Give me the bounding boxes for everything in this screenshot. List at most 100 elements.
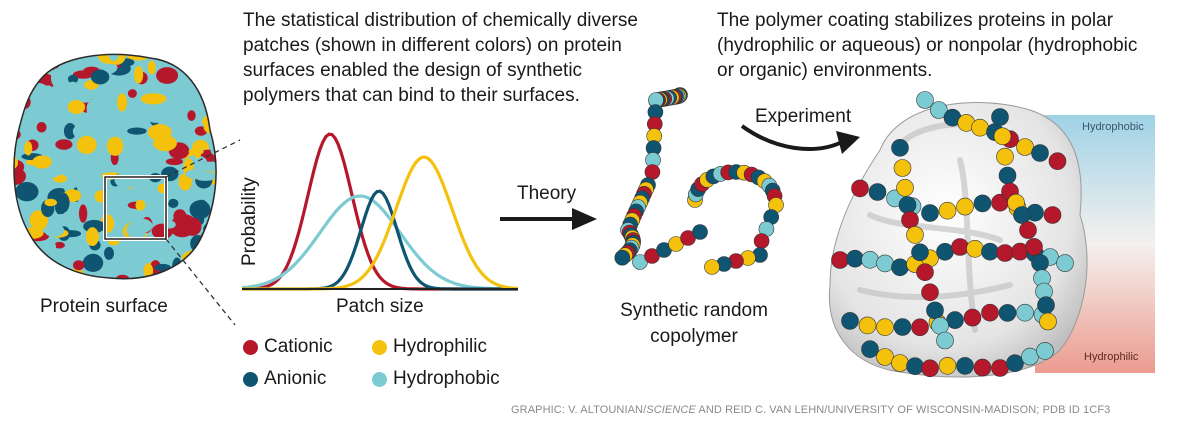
coating-beads — [831, 91, 1074, 378]
coating-bead — [846, 249, 864, 268]
coating-bead — [1039, 312, 1057, 331]
protein-patch — [176, 215, 186, 231]
protein-patch — [67, 81, 79, 92]
protein-patch — [108, 54, 120, 62]
legend-swatch-cationic — [243, 339, 258, 355]
coating-bead — [998, 166, 1017, 185]
protein-patch — [14, 54, 30, 62]
protein-patch — [15, 182, 39, 202]
protein-patch — [32, 223, 48, 230]
polymer-bead — [692, 224, 708, 240]
protein-patch — [22, 61, 34, 72]
legend-label-cationic: Cationic — [264, 336, 333, 357]
coating-bead — [996, 244, 1014, 262]
polymer-bead — [614, 249, 631, 266]
protein-patch — [114, 171, 140, 189]
coating-bead — [911, 318, 929, 337]
coating-bead — [896, 179, 914, 197]
protein-patch — [46, 170, 60, 178]
plot-y-axis-label: Probability — [239, 177, 260, 266]
protein-patch — [215, 54, 217, 59]
coating-bead — [891, 354, 909, 372]
coating-bead — [1025, 238, 1043, 256]
legend-swatch-anionic — [243, 371, 258, 387]
curve-hydrophilic — [242, 155, 519, 291]
coating-bead — [956, 197, 974, 216]
coating-bead — [901, 211, 919, 229]
protein-patch — [131, 146, 147, 161]
coating-bead — [956, 357, 974, 375]
coating-bead — [831, 251, 849, 269]
protein-patch — [32, 102, 50, 112]
protein-patch — [25, 54, 48, 57]
coating-bead — [876, 318, 894, 337]
coating-line-1: The polymer coating stabilizes proteins … — [717, 10, 1114, 31]
protein-patch — [167, 271, 187, 279]
protein-patch — [210, 217, 217, 234]
coating-bead — [891, 258, 909, 277]
protein-patch — [106, 136, 124, 156]
protein-patch — [132, 218, 153, 233]
protein-patch — [189, 200, 211, 220]
coating-bead — [916, 91, 934, 109]
coating-bead — [951, 238, 969, 256]
protein-patch — [78, 89, 93, 103]
coating-bead — [998, 304, 1017, 322]
protein-patch — [21, 54, 38, 70]
coating-bead — [851, 179, 869, 198]
coating-bead — [966, 240, 984, 258]
protein-patch — [14, 115, 18, 133]
protein-patch — [117, 93, 127, 112]
protein-patch — [134, 66, 144, 84]
protein-patch — [67, 100, 86, 114]
protein-patch — [26, 73, 35, 90]
protein-patch — [47, 102, 63, 113]
protein-patch — [87, 117, 111, 130]
protein-patch — [32, 155, 52, 169]
coating-bead — [1037, 296, 1055, 315]
protein-patch — [14, 74, 21, 87]
coating-paragraph: The polymer coating stabilizes proteins … — [717, 8, 1187, 83]
coating-bead — [861, 250, 879, 269]
protein-patch — [27, 54, 38, 63]
coating-line-2: (hydrophilic or aqueous) or nonpolar (hy… — [717, 35, 1138, 56]
polymer-label-line-1: Synthetic random — [620, 300, 768, 321]
legend-label-anionic: Anionic — [264, 368, 327, 389]
protein-patch — [208, 65, 217, 84]
intro-line-2: patches (shown in different colors) on p… — [243, 35, 622, 56]
coating-bead — [921, 204, 939, 222]
coating-bead — [876, 348, 894, 366]
coating-bead — [936, 331, 954, 350]
credit-prefix: GRAPHIC: V. ALTOUNIAN/ — [511, 404, 647, 416]
coating-bead — [938, 201, 957, 220]
plot-x-axis-label: Patch size — [336, 296, 424, 317]
coating-bead — [1048, 152, 1067, 170]
protein-patch — [78, 204, 88, 223]
coating-bead — [906, 226, 924, 244]
intro-line-1: The statistical distribution of chemical… — [243, 10, 638, 31]
protein-patch — [36, 269, 46, 279]
protein-patch — [16, 54, 40, 74]
curve-hydrophobic — [241, 194, 519, 291]
legend-item-cationic: Cationic — [243, 336, 333, 358]
protein-patch — [127, 127, 147, 135]
protein-patch — [147, 124, 172, 141]
coating-bead — [921, 359, 939, 378]
protein-patch — [57, 192, 70, 213]
protein-outline — [13, 53, 217, 280]
coating-bead — [906, 357, 924, 376]
polymer-chain — [614, 87, 784, 275]
protein-patch — [41, 85, 55, 105]
protein-patch — [185, 169, 203, 179]
coating-bead — [1031, 254, 1049, 272]
protein-patch — [165, 158, 183, 166]
protein-patch — [198, 54, 217, 68]
protein-patch — [99, 268, 112, 279]
coating-bead — [893, 159, 912, 177]
coating-bead — [868, 183, 887, 201]
coating-bead — [973, 194, 992, 213]
protein-patch — [72, 70, 94, 79]
protein-patch — [37, 58, 62, 67]
credit-suffix: AND REID C. VAN LEHN/UNIVERSITY OF WISCO… — [695, 404, 1111, 416]
